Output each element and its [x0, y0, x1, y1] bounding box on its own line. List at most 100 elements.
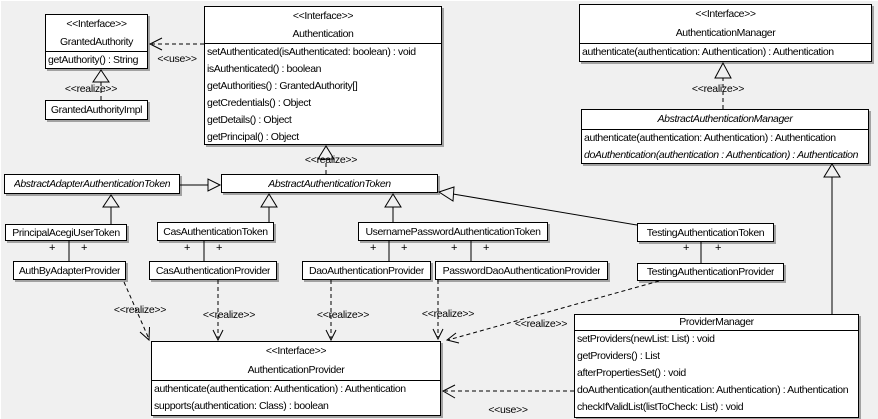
method: getCredentials() : Object — [207, 97, 311, 109]
class-username-password-authentication-token[interactable]: UsernamePasswordAuthenticationToken — [358, 222, 548, 241]
class-cas-authentication-token[interactable]: CasAuthenticationToken — [157, 222, 274, 241]
method: setProviders(newList: List) : void — [577, 333, 715, 345]
class-abstract-authentication-manager[interactable]: AbstractAuthenticationManager authentica… — [581, 109, 869, 164]
generalization-username-token-to-abstract-token — [384, 193, 402, 222]
class-auth-by-adapter-provider[interactable]: AuthByAdapterProvider — [13, 261, 126, 280]
stereotype-label: <<Interface>> — [695, 8, 756, 20]
class-name: AbstractAuthenticationToken — [268, 177, 391, 190]
realize-abstract-manager-to-authentication-manager: <<realize>> — [692, 61, 745, 109]
class-principal-acegi-user-token[interactable]: PrincipalAcegiUserToken — [5, 224, 127, 241]
svg-text:<<realize>>: <<realize>> — [114, 304, 166, 316]
svg-text:<<realize>>: <<realize>> — [203, 309, 255, 321]
method: authenticate(authentication: Authenticat… — [584, 132, 836, 144]
class-name: AuthByAdapterProvider — [18, 264, 121, 277]
svg-text:+: + — [184, 242, 190, 254]
svg-text:+: + — [401, 242, 407, 254]
class-name: TestingAuthenticationToken — [646, 226, 765, 239]
class-provider-manager[interactable]: ProviderManager setProviders(newList: Li… — [574, 314, 859, 418]
method: doAuthentication(authentication: Authent… — [577, 384, 849, 396]
stereotype-label: <<Interface>> — [292, 10, 354, 22]
svg-text:+: + — [483, 242, 489, 254]
class-name: GrantedAuthority — [60, 36, 133, 48]
use-provider-manager-to-authentication-provider: <<use>> — [441, 384, 574, 416]
association-username-token-passworddao-provider: + + — [451, 241, 489, 261]
svg-text:+: + — [216, 242, 222, 254]
method: getProviders() : List — [577, 350, 660, 362]
svg-text:<<realize>>: <<realize>> — [692, 83, 744, 95]
class-dao-authentication-provider[interactable]: DaoAuthenticationProvider — [302, 261, 431, 280]
svg-text:+: + — [451, 242, 457, 254]
svg-text:<<use>>: <<use>> — [488, 404, 528, 416]
class-name: DaoAuthenticationProvider — [309, 264, 424, 277]
realize-passworddao-provider-to-authentication-provider: <<realize>> — [422, 280, 475, 341]
realize-impl-to-granted-authority: <<realize>> — [65, 69, 118, 100]
class-name: Authentication — [292, 28, 354, 40]
class-name: ProviderManager — [679, 316, 754, 328]
class-cas-authentication-provider[interactable]: CasAuthenticationProvider — [149, 261, 277, 280]
svg-text:+: + — [715, 242, 721, 254]
class-testing-authentication-token[interactable]: TestingAuthenticationToken — [637, 223, 774, 242]
realize-abstract-token-to-authentication: <<realize>> — [305, 145, 358, 174]
class-name: CasAuthenticationToken — [163, 225, 268, 238]
generalization-cas-token-to-abstract-token — [260, 193, 278, 222]
class-granted-authority-impl[interactable]: GrantedAuthorityImpl — [45, 100, 148, 120]
method: getPrincipal() : Object — [207, 131, 299, 143]
class-password-dao-authentication-provider[interactable]: PasswordDaoAuthenticationProvider — [435, 261, 608, 280]
svg-text:+: + — [683, 242, 689, 254]
methods-compartment: authenticate(authentication: Authenticat… — [582, 129, 868, 164]
svg-text:+: + — [370, 242, 376, 254]
methods-compartment: setProviders(newList: List) : void getPr… — [575, 330, 858, 416]
class-authentication-manager[interactable]: <<Interface>> AuthenticationManager auth… — [579, 4, 872, 62]
class-header: <<Interface>> GrantedAuthority — [46, 15, 147, 51]
svg-text:<<realize>>: <<realize>> — [65, 83, 117, 95]
generalization-testing-token-to-abstract-token — [437, 186, 638, 226]
method: getDetails() : Object — [207, 114, 292, 126]
method: isAuthenticated() : boolean — [207, 63, 322, 75]
class-header: <<Interface>> Authentication — [205, 7, 441, 43]
methods-compartment: setAuthenticated(isAuthenticated: boolea… — [205, 43, 441, 146]
class-name: TestingAuthenticationProvider — [646, 266, 775, 278]
svg-text:+: + — [81, 242, 87, 254]
class-name: AbstractAdapterAuthenticationToken — [13, 178, 171, 190]
class-authentication-provider[interactable]: <<Interface>> AuthenticationProvider aut… — [151, 341, 441, 416]
stereotype-label: <<Interface>> — [265, 345, 327, 357]
class-name: AuthenticationManager — [675, 27, 776, 39]
method: authenticate(authentication: Authenticat… — [582, 46, 834, 58]
svg-text:+: + — [49, 242, 55, 254]
methods-compartment: getAuthority() : String — [46, 51, 147, 69]
generalization-principal-token-to-adapter-token — [102, 194, 120, 224]
class-name: AbstractAuthenticationManager — [657, 113, 793, 125]
use-authentication-to-granted-authority: <<use>> — [148, 37, 204, 65]
svg-text:<<realize>>: <<realize>> — [305, 154, 357, 166]
method: checkIfValidList(listToCheck: List) : vo… — [577, 401, 744, 413]
svg-text:<<realize>>: <<realize>> — [317, 309, 369, 321]
realize-cas-provider-to-authentication-provider: <<realize>> — [203, 280, 256, 342]
class-header: AbstractAuthenticationManager — [582, 110, 868, 129]
generalization-provider-manager-to-abstract-manager — [823, 163, 841, 314]
class-abstract-adapter-authentication-token[interactable]: AbstractAdapterAuthenticationToken — [4, 174, 180, 194]
method: afterPropertiesSet() : void — [577, 367, 686, 379]
stereotype-label: <<Interface>> — [66, 18, 127, 30]
class-name: CasAuthenticationProvider — [155, 264, 271, 277]
generalization-adapter-token-to-abstract-token — [180, 178, 222, 192]
association-cas-token-cas-provider: + + — [184, 241, 222, 261]
class-name: PrincipalAcegiUserToken — [12, 226, 120, 239]
method: getAuthorities() : GrantedAuthority[] — [207, 80, 358, 92]
class-name: GrantedAuthorityImpl — [50, 104, 143, 116]
svg-text:<<use>>: <<use>> — [157, 53, 197, 65]
class-header: <<Interface>> AuthenticationProvider — [152, 342, 440, 380]
svg-text:<<realize>>: <<realize>> — [422, 308, 474, 320]
class-testing-authentication-provider[interactable]: TestingAuthenticationProvider — [637, 263, 784, 281]
class-granted-authority[interactable]: <<Interface>> GrantedAuthority getAuthor… — [45, 14, 148, 69]
class-name: PasswordDaoAuthenticationProvider — [442, 264, 601, 277]
class-abstract-authentication-token[interactable]: AbstractAuthenticationToken — [221, 174, 438, 193]
class-name: AuthenticationProvider — [247, 364, 345, 376]
class-authentication[interactable]: <<Interface>> Authentication setAuthenti… — [204, 6, 442, 145]
class-header: ProviderManager — [575, 315, 858, 330]
association-username-token-dao-provider: + + — [370, 241, 407, 261]
association-principal-token-authbyadapter: + + — [49, 241, 87, 261]
methods-compartment: authenticate(authentication: Authenticat… — [152, 380, 440, 415]
svg-text:<<realize>>: <<realize>> — [515, 318, 567, 330]
class-name: UsernamePasswordAuthenticationToken — [365, 225, 541, 238]
method: doAuthentication(authentication : Authen… — [584, 149, 859, 161]
